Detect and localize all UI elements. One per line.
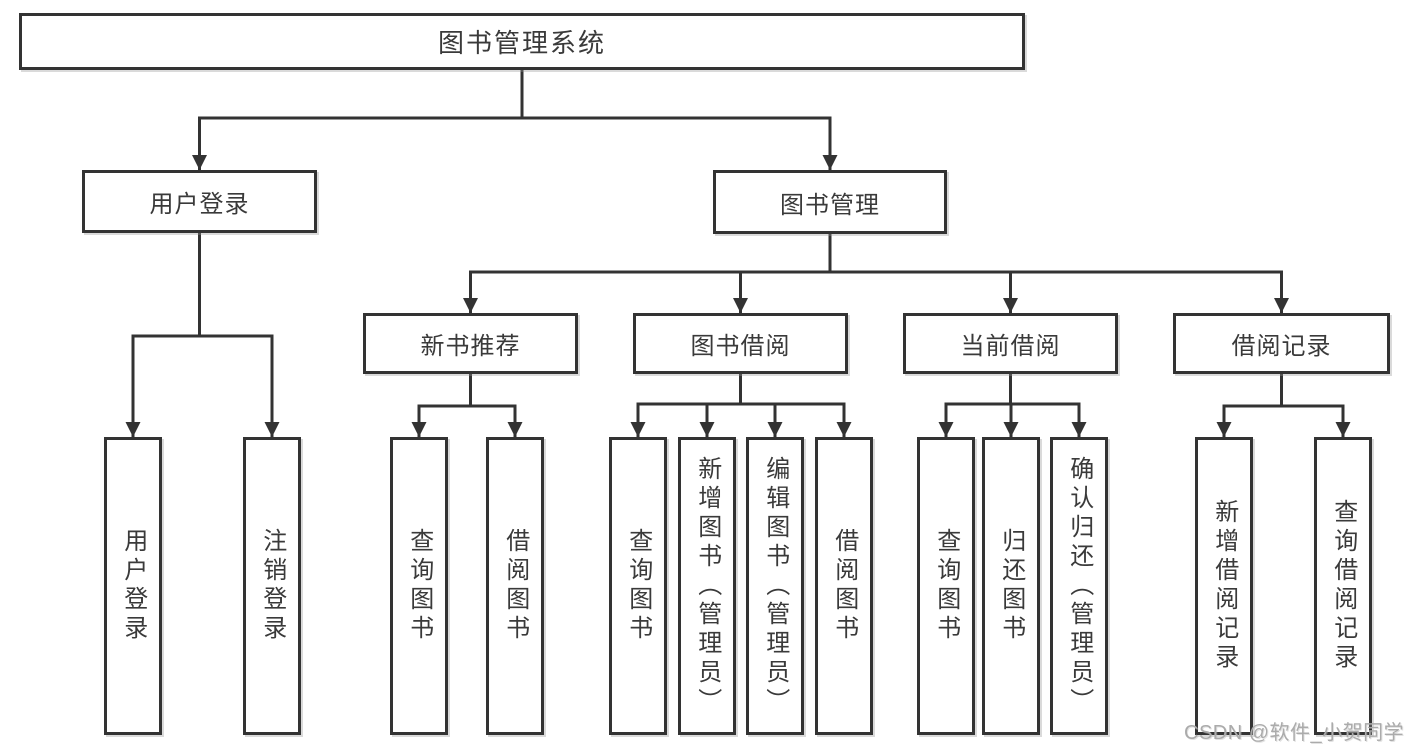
- leaf-label: 借阅图书: [501, 528, 529, 644]
- leaf-borrow-books-borrow: 借阅图书: [815, 437, 873, 735]
- leaf-query-books-current: 查询图书: [917, 437, 975, 735]
- leaf-label: 注销登录: [258, 528, 286, 644]
- leaf-label: 用户登录: [119, 528, 147, 644]
- leaf-user-login: 用户登录: [104, 437, 162, 735]
- leaf-return-books: 归还图书: [982, 437, 1040, 735]
- watermark: CSDN @软件_小贺同学: [1184, 722, 1405, 744]
- leaf-label: 新增图书（管理员）: [693, 455, 721, 717]
- node-borrow-records: 借阅记录: [1173, 313, 1390, 374]
- leaf-label: 查询图书: [624, 528, 652, 644]
- node-library-system: 图书管理系统: [19, 13, 1025, 70]
- node-user-login: 用户登录: [82, 170, 317, 233]
- leaf-query-books-newbook: 查询图书: [390, 437, 448, 735]
- node-current-borrow: 当前借阅: [903, 313, 1118, 374]
- leaf-add-borrow-record: 新增借阅记录: [1195, 437, 1253, 735]
- leaf-query-books-borrow: 查询图书: [609, 437, 667, 735]
- leaf-label: 借阅图书: [830, 528, 858, 644]
- leaf-confirm-return-admin: 确认归还（管理员）: [1050, 437, 1108, 735]
- leaf-label: 归还图书: [997, 528, 1025, 644]
- leaf-query-borrow-record: 查询借阅记录: [1314, 437, 1372, 735]
- node-book-mgmt: 图书管理: [713, 170, 947, 234]
- leaf-logout: 注销登录: [243, 437, 301, 735]
- leaf-label: 查询图书: [932, 528, 960, 644]
- leaf-borrow-books-newbook: 借阅图书: [486, 437, 544, 735]
- leaf-label: 新增借阅记录: [1210, 499, 1238, 673]
- node-new-book-rec: 新书推荐: [363, 313, 578, 374]
- leaf-label: 确认归还（管理员）: [1065, 455, 1093, 717]
- leaf-label: 查询图书: [405, 528, 433, 644]
- leaf-add-book-admin: 新增图书（管理员）: [678, 437, 736, 735]
- leaf-edit-book-admin: 编辑图书（管理员）: [746, 437, 804, 735]
- node-book-borrow: 图书借阅: [633, 313, 848, 374]
- leaf-label: 查询借阅记录: [1329, 499, 1357, 673]
- leaf-label: 编辑图书（管理员）: [761, 455, 789, 717]
